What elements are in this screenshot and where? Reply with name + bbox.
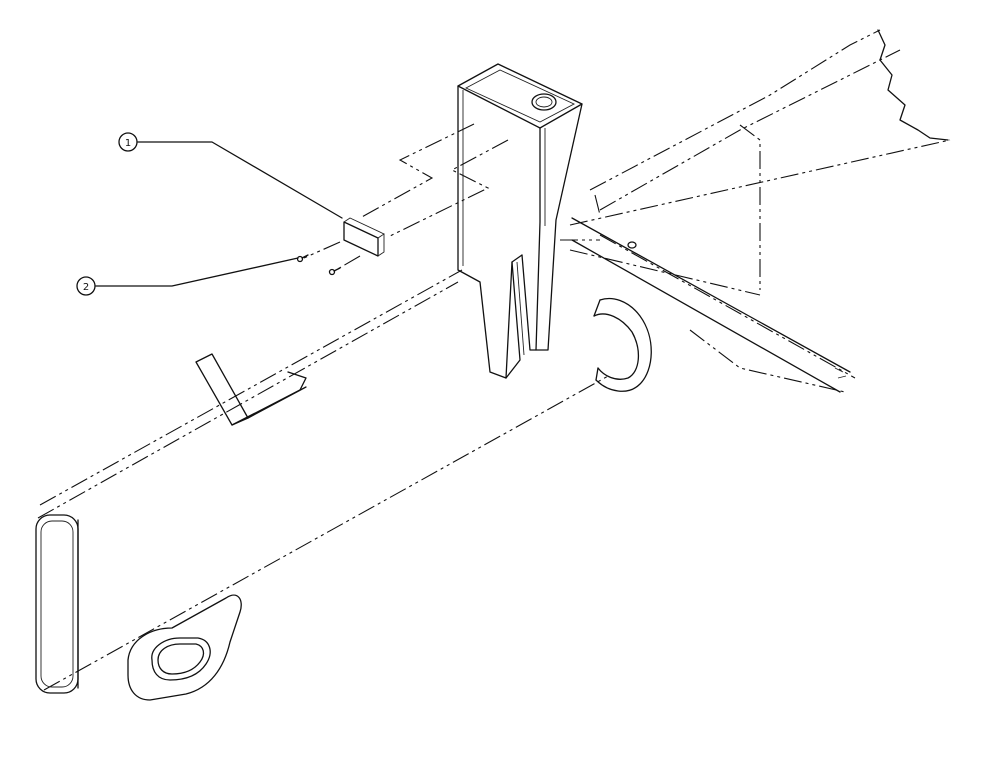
part-1-plate: [343, 217, 385, 257]
angled-tie-bar: [571, 217, 856, 393]
callout-1-label: 1: [125, 138, 131, 149]
leader-lines: [95, 141, 343, 287]
vertical-post: [457, 63, 583, 379]
post-top-hole: [531, 93, 557, 111]
j-hook: [593, 297, 652, 392]
main-frame-tube: [35, 239, 611, 694]
mounting-lug: [127, 594, 242, 701]
angle-bracket: [195, 353, 307, 426]
assembly-path-lines: [303, 123, 509, 271]
callout-2-label: 2: [83, 282, 89, 293]
rear-frame-phantom: [569, 29, 951, 296]
callout-2: 2: [76, 276, 96, 296]
part-2-screws: [296, 254, 341, 276]
callout-1: 1: [118, 132, 138, 152]
